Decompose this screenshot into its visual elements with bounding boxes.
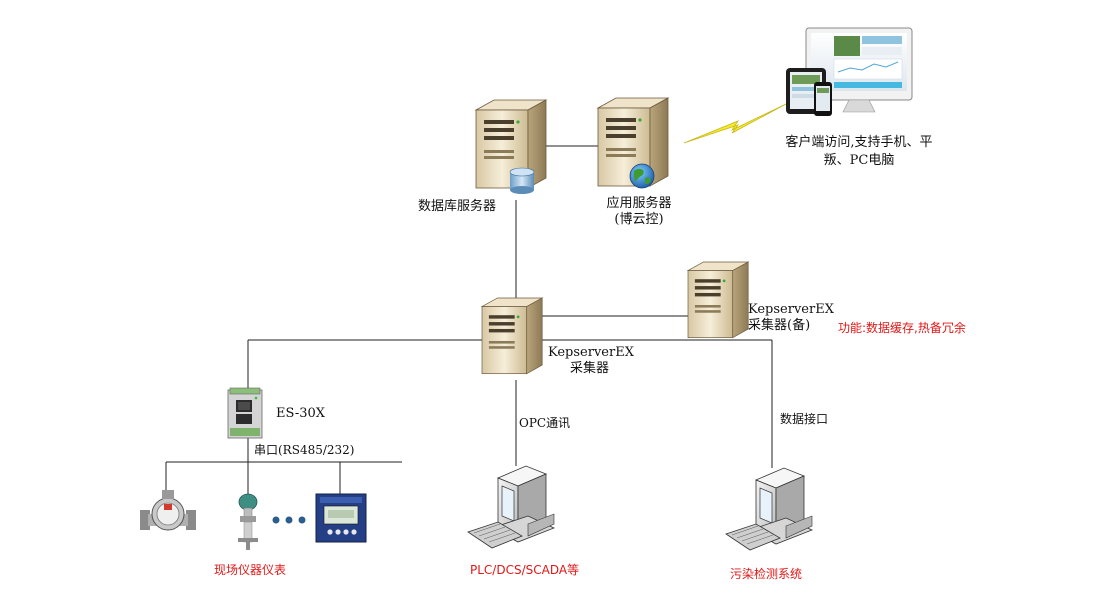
collector-label-line1: KepserverEX <box>548 345 634 360</box>
client-access-label: 客户端访问,支持手机、平 叛、PC电脑 <box>768 134 950 170</box>
ellipsis-dots-icon <box>272 516 306 524</box>
plc-system-label: PLC/DCS/SCADA等 <box>470 563 580 577</box>
server-icon <box>687 261 749 339</box>
backup-function-label: 功能:数据缓存,热备冗余 <box>838 321 966 335</box>
analyzer-meter-icon <box>315 493 367 543</box>
pressure-transmitter-icon <box>238 493 258 550</box>
pollution-system-label: 污染检测系统 <box>730 567 803 581</box>
application-server <box>597 97 669 189</box>
backup-collector-label: KepserverEX 采集器(备) <box>748 302 834 334</box>
gateway-device-icon <box>227 387 263 439</box>
backup-collector-server <box>687 261 749 339</box>
gateway-label: ES-30X <box>276 406 326 421</box>
app-server-label-line2: (博云控) <box>614 212 664 227</box>
db-server-label: 数据库服务器 <box>418 199 497 214</box>
field-instruments-label: 现场仪器仪表 <box>214 563 287 577</box>
database-server <box>475 99 547 194</box>
opc-label: OPC通讯 <box>519 416 571 430</box>
app-server-label-line1: 应用服务器 <box>606 196 672 211</box>
server-icon <box>481 297 543 375</box>
collector-label-line2: 采集器 <box>570 361 610 376</box>
backup-collector-label-line2: 采集器(备) <box>748 318 811 333</box>
tablet-phone-monitor-icon <box>786 27 913 116</box>
workstation-computer-icon <box>467 465 555 549</box>
data-interface-label: 数据接口 <box>780 412 829 426</box>
client-access-label-line2: 叛、PC电脑 <box>823 153 895 168</box>
app-server-label: 应用服务器 (博云控) <box>598 196 680 228</box>
server-database-icon <box>475 99 547 194</box>
client-access-label-line1: 客户端访问,支持手机、平 <box>785 135 933 150</box>
collector-server <box>481 297 543 375</box>
flowmeter-icon <box>140 490 196 531</box>
backup-collector-label-line1: KepserverEX <box>748 302 834 317</box>
server-globe-icon <box>597 97 669 189</box>
collector-label: KepserverEX 采集器 <box>548 345 634 377</box>
serial-label: 串口(RS485/232) <box>254 443 355 457</box>
connection-lines <box>165 145 773 494</box>
workstation-computer-icon <box>725 467 813 551</box>
